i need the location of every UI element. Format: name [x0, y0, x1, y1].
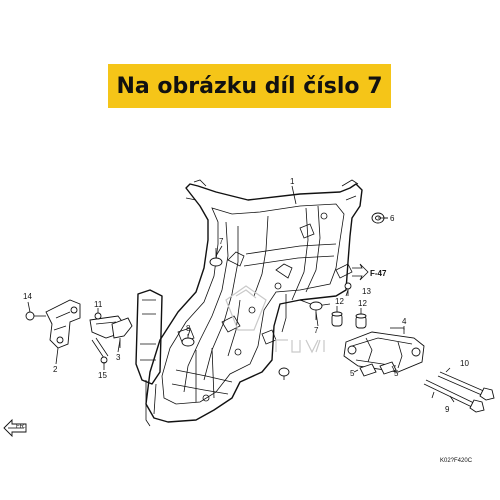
- reference-arrow: [335, 263, 369, 281]
- diagram-code: K02?F420C: [440, 458, 473, 464]
- direction-label: FR.: [16, 424, 26, 430]
- part-12-collars: [331, 306, 367, 329]
- callout-6: 6: [390, 214, 395, 223]
- callout-12b: 12: [358, 299, 367, 308]
- callout-7a: 7: [219, 237, 224, 246]
- part-4-hanger-link: [343, 327, 425, 377]
- callout-1: 1: [290, 177, 295, 186]
- callout-5b: 5: [394, 369, 399, 378]
- leader-lines: [27, 217, 455, 403]
- callout-13: 13: [362, 287, 371, 296]
- banner-text: Na obrázku díl číslo 7: [116, 73, 383, 99]
- callout-5a: 5: [350, 369, 355, 378]
- part-9-bolt: [423, 379, 485, 413]
- callout-15: 15: [98, 371, 107, 380]
- part-8-grommet: [181, 334, 195, 347]
- part-grommet-bottom: [278, 367, 290, 380]
- reference-label: F-47: [370, 269, 387, 278]
- callout-4: 4: [402, 317, 407, 326]
- callout-2: 2: [53, 365, 58, 374]
- part-10-bolt: [437, 371, 495, 401]
- leader-1: [291, 185, 297, 205]
- part-7-grommet-upper: [209, 248, 223, 267]
- callout-8: 8: [186, 324, 191, 333]
- part-7-grommet-lower: [309, 301, 323, 320]
- callout-11: 11: [94, 300, 103, 309]
- callout-9: 9: [445, 405, 450, 414]
- callout-12a: 12: [335, 297, 344, 306]
- callout-14: 14: [23, 292, 32, 301]
- callout-3: 3: [116, 353, 121, 362]
- callout-10: 10: [460, 359, 469, 368]
- watermark: [225, 285, 325, 354]
- callout-7b: 7: [314, 326, 319, 335]
- part-number-banner: Na obrázku díl číslo 7: [108, 64, 391, 108]
- frame-body: [135, 179, 363, 427]
- front-direction-arrow: [3, 418, 27, 438]
